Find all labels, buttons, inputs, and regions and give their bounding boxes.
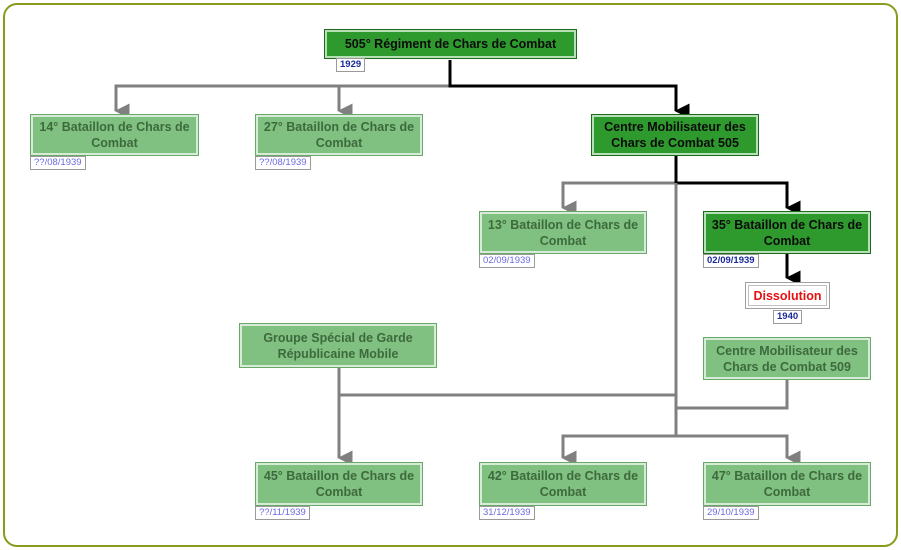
node-42-bataillon: 42° Bataillon de Chars de Combat	[479, 462, 647, 506]
node-505-date: 1929	[336, 58, 366, 72]
diagram-frame	[3, 3, 898, 547]
node-gsgrm: Groupe Spécial de Garde Républicaine Mob…	[239, 323, 437, 368]
node-cm505-label: Centre Mobilisateur des Chars de Combat …	[604, 120, 746, 150]
node-27-date: ??/08/1939	[255, 156, 311, 170]
node-45-bataillon: 45° Bataillon de Chars de Combat	[255, 462, 423, 506]
node-42-label: 42° Bataillon de Chars de Combat	[487, 469, 639, 499]
node-dissolution: Dissolution	[745, 282, 830, 309]
node-45-label: 45° Bataillon de Chars de Combat	[263, 469, 415, 499]
node-27-label: 27° Bataillon de Chars de Combat	[263, 120, 415, 150]
link-cm505-to-b13	[561, 156, 678, 216]
node-505-label: 505° Régiment de Chars de Combat	[344, 37, 557, 51]
node-13-bataillon: 13° Bataillon de Chars de Combat	[479, 211, 647, 254]
node-35-label: 35° Bataillon de Chars de Combat	[711, 217, 863, 248]
link-trunk-to-b42	[561, 434, 676, 466]
node-505-regiment: 505° Régiment de Chars de Combat	[324, 29, 577, 59]
node-gsgrm-label: Groupe Spécial de Garde Républicaine Mob…	[263, 330, 413, 361]
node-47-date: 29/10/1939	[703, 506, 759, 520]
node-42-date: 31/12/1939	[479, 506, 535, 520]
link-trunk-to-b47	[676, 434, 801, 466]
node-cm509: Centre Mobilisateur des Chars de Combat …	[703, 337, 871, 380]
node-cm505: Centre Mobilisateur des Chars de Combat …	[591, 114, 759, 156]
node-35-date: 02/09/1939	[703, 254, 759, 268]
link-505-to-cm505	[448, 60, 690, 119]
node-14-label: 14° Bataillon de Chars de Combat	[39, 120, 190, 150]
node-13-label: 13° Bataillon de Chars de Combat	[487, 217, 639, 248]
link-cm505-to-b35	[674, 156, 801, 216]
link-cm509-to-trunk	[676, 379, 789, 410]
node-dissolution-label: Dissolution	[753, 288, 822, 303]
node-14-date: ??/08/1939	[30, 156, 86, 170]
link-505-to-b14	[114, 60, 452, 119]
node-47-label: 47° Bataillon de Chars de Combat	[711, 469, 863, 499]
node-45-date: ??/11/1939	[255, 506, 310, 520]
node-35-bataillon: 35° Bataillon de Chars de Combat	[703, 211, 871, 254]
node-cm509-label: Centre Mobilisateur des Chars de Combat …	[716, 343, 858, 374]
node-dissolution-date: 1940	[773, 310, 803, 324]
node-14-bataillon: 14° Bataillon de Chars de Combat	[30, 114, 199, 156]
node-27-bataillon: 27° Bataillon de Chars de Combat	[255, 114, 423, 156]
node-47-bataillon: 47° Bataillon de Chars de Combat	[703, 462, 871, 506]
node-13-date: 02/09/1939	[479, 254, 535, 268]
